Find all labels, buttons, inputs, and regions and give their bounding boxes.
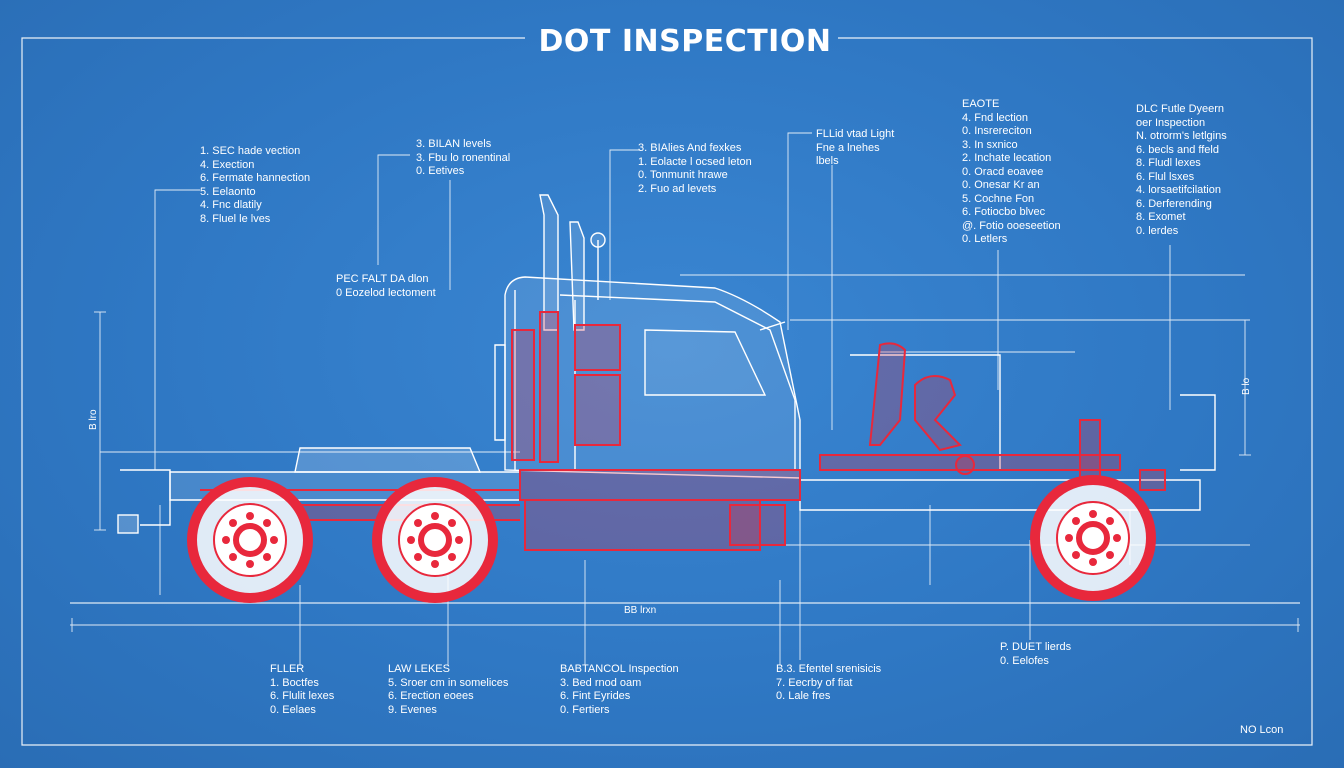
- callout-item: 2. Inchate lecation: [962, 152, 1052, 164]
- callout-item: 3. Fbu lo ronentinal: [416, 151, 511, 164]
- callout-babtancol: BABTANCOL Inspection 3. Bed rnod oam 6. …: [560, 663, 679, 717]
- leader-lines: [70, 132, 1300, 665]
- callout-item: 8. Fluel le lves: [200, 212, 271, 225]
- callout-heading: LAW LEKES: [388, 663, 450, 675]
- callout-item: FLLid vtad Light: [816, 128, 895, 140]
- callout-item: @. Fotio ooeseetion: [962, 219, 1061, 232]
- height-dimension-label-right: B lo: [1241, 377, 1252, 395]
- wheel-rear-2: [372, 477, 498, 603]
- callout-item: lbels: [816, 155, 839, 167]
- length-dimension-label: BB lrxn: [624, 605, 657, 616]
- callout-item: 0. Tonmunit hrawe: [638, 169, 728, 181]
- callout-heading: FLLER: [270, 663, 305, 675]
- callout-brakes: 3. BIAlies And fexkes 1. Eolacte l ocsed…: [638, 142, 752, 196]
- callout-item: 5. Eelaonto: [200, 185, 256, 198]
- callout-item: 4. Fnd lection: [962, 111, 1029, 124]
- callout-pec-falt: PEC FALT DA dlon 0 Eozelod lectoment: [336, 273, 436, 300]
- callout-item: 3. In sxnico: [962, 138, 1018, 151]
- callout-item: 0. Insrereciton: [962, 125, 1032, 137]
- wheels: [187, 475, 1156, 603]
- truck-cab: [494, 276, 801, 479]
- callout-item: 4. Exection: [200, 158, 255, 171]
- exhaust-stacks: [539, 194, 606, 331]
- callout-item: 0. lerdes: [1136, 224, 1179, 237]
- callout-fluid-light: FLLid vtad Light Fne a lnehes lbels: [816, 128, 894, 169]
- callout-item: 6. Fint Eyrides: [560, 690, 631, 702]
- callout-frame-vection: 1. SEC hade vection 4. Exection 6. Ferma…: [200, 145, 310, 226]
- callout-item: 6. Flul lsxes: [1136, 170, 1195, 183]
- callout-item: 6. Erection eoees: [388, 690, 474, 702]
- callout-item: 1. Eolacte l ocsed leton: [638, 155, 752, 168]
- callout-item: 0. Fertiers: [560, 703, 610, 716]
- red-components: [200, 311, 1166, 551]
- frame: [21, 37, 1313, 746]
- callout-item: Fne a lnehes: [816, 141, 880, 154]
- callout-item: 4. lorsaetifcilation: [1136, 184, 1221, 196]
- wheel-front: [1030, 475, 1156, 601]
- callout-item: 3. Bed rnod oam: [560, 676, 642, 689]
- callout-efentel: B.3. Efentel srenisicis 7. Eecrby of fia…: [776, 663, 881, 704]
- callout-heading: BABTANCOL Inspection: [560, 663, 679, 675]
- callout-bilan-levels: 3. BILAN levels 3. Fbu lo ronentinal 0. …: [416, 138, 510, 179]
- callout-item: 3. BIAlies And fexkes: [638, 142, 742, 154]
- callout-item: 0. Lale fres: [776, 690, 831, 702]
- callout-heading: DLC Futle Dyeern: [1136, 103, 1225, 115]
- callout-item: 4. Fnc dlatily: [200, 199, 262, 211]
- page-title: DOT INSPECTION: [538, 24, 832, 59]
- callout-item: 5. Sroer cm in somelices: [388, 676, 509, 689]
- callout-item: 5. Cochne Fon: [962, 192, 1035, 205]
- callout-item: 1. SEC hade vection: [200, 145, 301, 157]
- callout-item: 6. Derferending: [1136, 197, 1212, 210]
- callout-item: oer Inspection: [1136, 116, 1206, 129]
- callout-item: 0 Eozelod lectoment: [336, 286, 436, 299]
- callout-item: 0. Eelaes: [270, 703, 316, 716]
- callout-item: 0. Letlers: [962, 233, 1008, 245]
- callout-item: 2. Fuo ad levets: [638, 182, 717, 195]
- callout-item: 6. Flulit lexes: [270, 690, 335, 702]
- callout-item: 0. Eelofes: [1000, 654, 1049, 667]
- callout-heading: P. DUET lierds: [1000, 641, 1072, 653]
- callout-item: 0. Onesar Kr an: [962, 179, 1040, 191]
- callout-item: N. otrorm's letlgins: [1136, 130, 1227, 142]
- callout-item: 0. Eetives: [416, 165, 465, 177]
- callout-item: 1. Boctfes: [270, 676, 319, 689]
- callout-dlc-futle: DLC Futle Dyeern oer Inspection N. otror…: [1136, 103, 1227, 238]
- callout-heading: PEC FALT DA dlon: [336, 273, 429, 285]
- callout-item: 6. becls and ffeld: [1136, 143, 1219, 156]
- callout-heading: B.3. Efentel srenisicis: [776, 663, 882, 675]
- callout-law-lekes: LAW LEKES 5. Sroer cm in somelices 6. Er…: [388, 663, 508, 717]
- callout-item: 7. Eecrby of fiat: [776, 676, 853, 689]
- callout-item: 3. BILAN levels: [416, 138, 492, 150]
- callout-item: 9. Evenes: [388, 703, 437, 716]
- callout-filler: FLLER 1. Boctfes 6. Flulit lexes 0. Eela…: [270, 663, 334, 717]
- callout-duet-lierds: P. DUET lierds 0. Eelofes: [1000, 641, 1071, 668]
- height-dimension-label-left: B lro: [88, 409, 99, 430]
- callout-heading: EAOTE: [962, 98, 1000, 110]
- callout-item: 8. Exomet: [1136, 211, 1186, 223]
- callout-item: 8. Fludl lexes: [1136, 157, 1201, 169]
- callout-eaote: EAOTE 4. Fnd lection 0. Insrereciton 3. …: [962, 98, 1061, 247]
- callout-item: 6. Fotiocbo blvec: [962, 206, 1046, 218]
- footer-label: NO Lcon: [1240, 724, 1284, 736]
- wheel-rear-1: [187, 477, 313, 603]
- callout-item: 0. Oracd eoavee: [962, 165, 1044, 178]
- callout-item: 6. Fermate hannection: [200, 172, 311, 184]
